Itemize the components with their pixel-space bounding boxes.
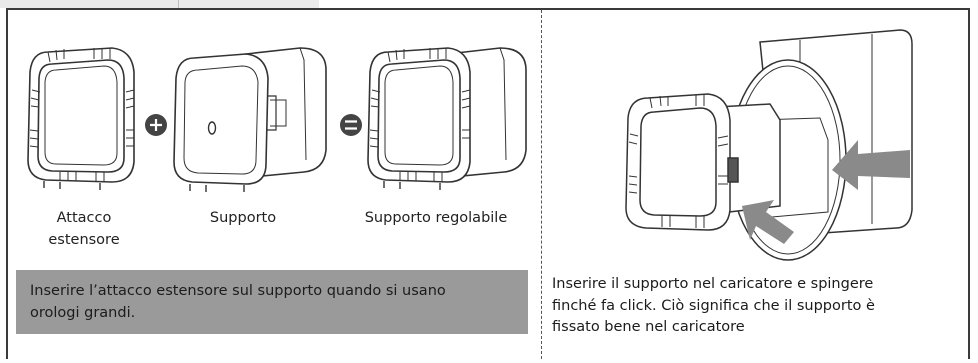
right-note-line-1: Inserire il supporto nel caricatore e sp… <box>552 276 874 292</box>
top-tab-strip <box>0 0 978 8</box>
right-note-line-2: finché fa click. Ciò significa che il su… <box>552 297 875 314</box>
left-note-line-2: orologi grandi. <box>30 305 136 321</box>
extender-attachment-drawing <box>27 47 135 190</box>
plus-operator <box>145 114 167 136</box>
extender-label: Attacco estensore <box>48 207 120 251</box>
adjustable-support-drawing <box>367 47 527 190</box>
panel-divider <box>541 10 542 359</box>
adjustable-support-label: Supporto regolabile <box>364 210 508 226</box>
right-note-line-3: fissato bene nel caricatore <box>552 319 745 335</box>
tab-strip-right <box>178 0 319 8</box>
instruction-frame <box>6 8 970 359</box>
support-drawing <box>173 47 327 192</box>
support-label: Supporto <box>209 210 277 226</box>
extender-label-line-2: estensore <box>48 232 120 248</box>
push-arrows <box>742 140 910 244</box>
equals-operator <box>340 114 362 136</box>
left-instruction-note: Inserire l’attacco estensore sul support… <box>16 270 528 334</box>
extender-label-line-1: Attacco <box>56 210 112 226</box>
left-note-line-1: Inserire l’attacco estensore sul support… <box>30 283 446 299</box>
charger-insertion-drawing <box>625 29 913 261</box>
right-instruction-note: Inserire il supporto nel caricatore e sp… <box>552 274 962 339</box>
tab-strip-left <box>0 0 178 8</box>
